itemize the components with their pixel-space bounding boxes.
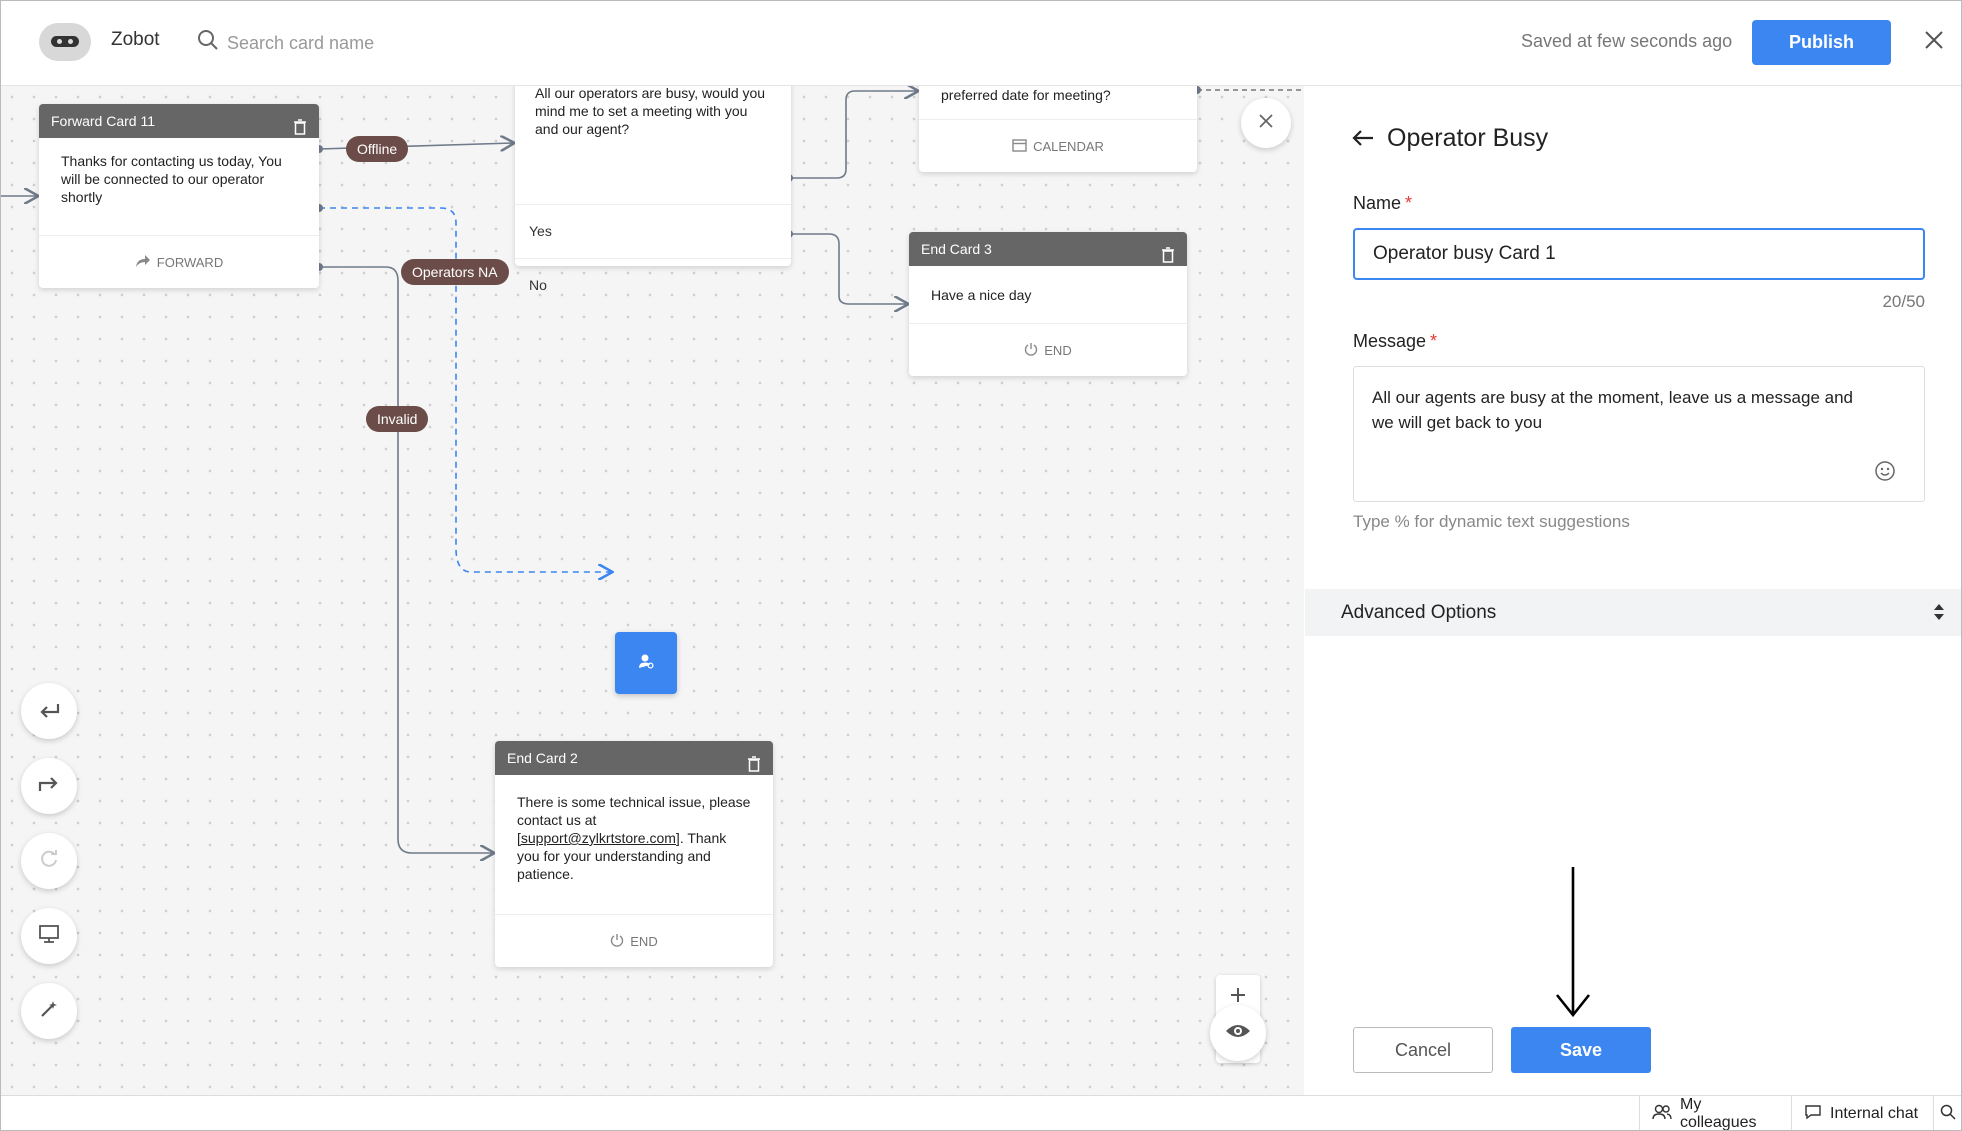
cancel-button[interactable]: Cancel [1353, 1027, 1493, 1073]
trash-icon[interactable] [747, 750, 761, 784]
eye-button[interactable] [1210, 1005, 1266, 1061]
plus-icon [1230, 987, 1246, 1008]
option-no[interactable]: No [515, 258, 791, 310]
question-card-message: All our operators are busy, would you mi… [535, 85, 766, 137]
message-field[interactable]: All our agents are busy at the moment, l… [1353, 366, 1925, 502]
end-card-3[interactable]: End Card 3 Have a nice day END [909, 232, 1187, 376]
advanced-options-label: Advanced Options [1341, 602, 1497, 623]
preview-button[interactable] [21, 908, 77, 964]
chat-icon [1804, 1104, 1822, 1125]
support-email-link[interactable]: [support@zylkrtstore.com] [517, 830, 680, 846]
name-field[interactable] [1353, 228, 1925, 280]
operator-icon [637, 652, 655, 675]
message-text: All our agents are busy at the moment, l… [1372, 388, 1853, 432]
sort-caret-icon [1933, 602, 1945, 627]
trash-icon[interactable] [293, 113, 307, 147]
end-card-2-message: There is some technical issue, please co… [517, 794, 751, 882]
app-name: Zobot [111, 29, 160, 50]
end-card-3-message: Have a nice day [931, 287, 1032, 303]
search-card-input[interactable] [225, 23, 529, 63]
power-icon [610, 933, 624, 950]
undo-icon [38, 700, 60, 723]
calendar-card-message: preferred date for meeting? [941, 87, 1111, 103]
top-header: Zobot Saved at few seconds ago Publish [1, 1, 1961, 86]
publish-button[interactable]: Publish [1752, 20, 1891, 65]
panel-title: Operator Busy [1387, 124, 1549, 152]
connector-label-operators-na[interactable]: Operators NA [401, 259, 509, 285]
people-icon [1652, 1104, 1672, 1125]
connector-label-offline[interactable]: Offline [346, 136, 409, 162]
close-panel-button[interactable] [1241, 98, 1291, 148]
flow-canvas[interactable]: Forward Card 11 Thanks for contacting us… [1, 66, 1304, 1095]
magic-wand-icon [39, 999, 59, 1024]
auto-arrange-button[interactable] [21, 983, 77, 1039]
name-label: Name* [1353, 193, 1413, 213]
my-colleagues-label: My colleagues [1680, 1096, 1757, 1131]
close-icon[interactable] [1923, 29, 1945, 56]
option-yes[interactable]: Yes [515, 204, 791, 256]
eye-icon [1225, 1023, 1251, 1044]
refresh-button[interactable] [21, 833, 77, 889]
saved-status: Saved at few seconds ago [1521, 31, 1733, 51]
question-card[interactable]: All our operators are busy, would you mi… [515, 66, 791, 293]
calendar-card-type: CALENDAR [1033, 138, 1104, 154]
message-label: Message* [1353, 331, 1438, 351]
zobot-logo [39, 23, 91, 61]
refresh-icon [39, 849, 59, 874]
search-icon [1940, 1104, 1956, 1125]
forward-icon [135, 254, 151, 271]
monitor-icon [38, 924, 60, 949]
undo-button[interactable] [21, 683, 77, 739]
trash-icon[interactable] [1161, 241, 1175, 275]
internal-chat-button[interactable]: Internal chat [1791, 1096, 1933, 1130]
name-char-counter: 20/50 [1882, 292, 1925, 311]
end-card-2-title: End Card 2 [507, 750, 578, 766]
internal-chat-label: Internal chat [1830, 1105, 1919, 1122]
end-card-3-type: END [1044, 342, 1072, 358]
redo-button[interactable] [21, 758, 77, 814]
back-arrow-icon[interactable] [1351, 128, 1375, 153]
advanced-options-toggle[interactable]: Advanced Options [1305, 589, 1961, 636]
connector-label-invalid[interactable]: Invalid [366, 406, 429, 432]
dynamic-text-hint: Type % for dynamic text suggestions [1353, 512, 1630, 531]
power-icon [1024, 342, 1038, 359]
save-button[interactable]: Save [1511, 1027, 1651, 1073]
card-settings-panel: Operator Busy Name* 20/50 Message* All o… [1305, 86, 1961, 1095]
forward-card-title: Forward Card 11 [51, 113, 156, 129]
emoji-icon[interactable] [1874, 460, 1896, 487]
status-bar: My colleagues Internal chat [1, 1095, 1961, 1131]
statusbar-search-button[interactable] [1933, 1096, 1961, 1130]
forward-card-type: FORWARD [156, 254, 224, 270]
redo-icon [38, 775, 60, 798]
forward-card[interactable]: Forward Card 11 Thanks for contacting us… [39, 104, 319, 288]
end-card-2[interactable]: End Card 2 There is some technical issue… [495, 741, 773, 967]
end-card-2-type: END [630, 933, 658, 949]
annotation-arrow [1555, 867, 1591, 1018]
operator-busy-node[interactable] [615, 632, 677, 694]
forward-card-message: Thanks for contacting us today, You will… [61, 153, 282, 205]
close-icon [1258, 113, 1274, 134]
calendar-icon [1012, 138, 1027, 155]
end-card-3-title: End Card 3 [921, 241, 992, 257]
my-colleagues-button[interactable]: My colleagues [1639, 1096, 1791, 1131]
search-icon [197, 29, 219, 56]
